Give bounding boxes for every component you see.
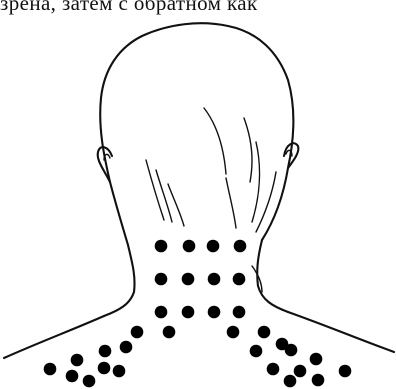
hair-strand xyxy=(146,160,164,220)
hair-strand xyxy=(252,142,259,222)
point xyxy=(99,345,112,358)
point xyxy=(208,306,221,319)
neck-right-side xyxy=(257,240,288,312)
left-shoulder-line xyxy=(4,316,104,358)
point xyxy=(258,326,271,339)
point xyxy=(267,363,280,376)
hair-strand xyxy=(156,170,172,222)
hair-strand xyxy=(226,178,236,228)
point xyxy=(227,326,240,339)
right-shoulder-line xyxy=(288,312,394,352)
hair-strand xyxy=(168,184,184,226)
point xyxy=(83,375,96,388)
point xyxy=(284,375,297,388)
point xyxy=(44,363,57,376)
point xyxy=(208,273,221,286)
point xyxy=(312,374,325,387)
point xyxy=(66,370,79,383)
point xyxy=(234,240,247,253)
neck-left-side xyxy=(104,245,135,316)
point xyxy=(233,273,246,286)
point xyxy=(71,354,84,367)
point xyxy=(155,273,168,286)
point xyxy=(163,326,176,339)
point xyxy=(98,362,111,375)
point xyxy=(294,365,307,378)
point xyxy=(155,306,168,319)
hair-strand xyxy=(244,118,252,182)
point xyxy=(120,341,133,354)
marked-points xyxy=(44,240,352,388)
point xyxy=(182,306,195,319)
point xyxy=(233,306,246,319)
hair-strand xyxy=(204,108,226,174)
point xyxy=(131,326,144,339)
point xyxy=(285,344,298,357)
point xyxy=(113,365,126,378)
point xyxy=(250,345,263,358)
point xyxy=(182,273,195,286)
point xyxy=(183,240,196,253)
point xyxy=(339,365,352,378)
point xyxy=(310,353,323,366)
point xyxy=(207,240,220,253)
point xyxy=(155,240,168,253)
